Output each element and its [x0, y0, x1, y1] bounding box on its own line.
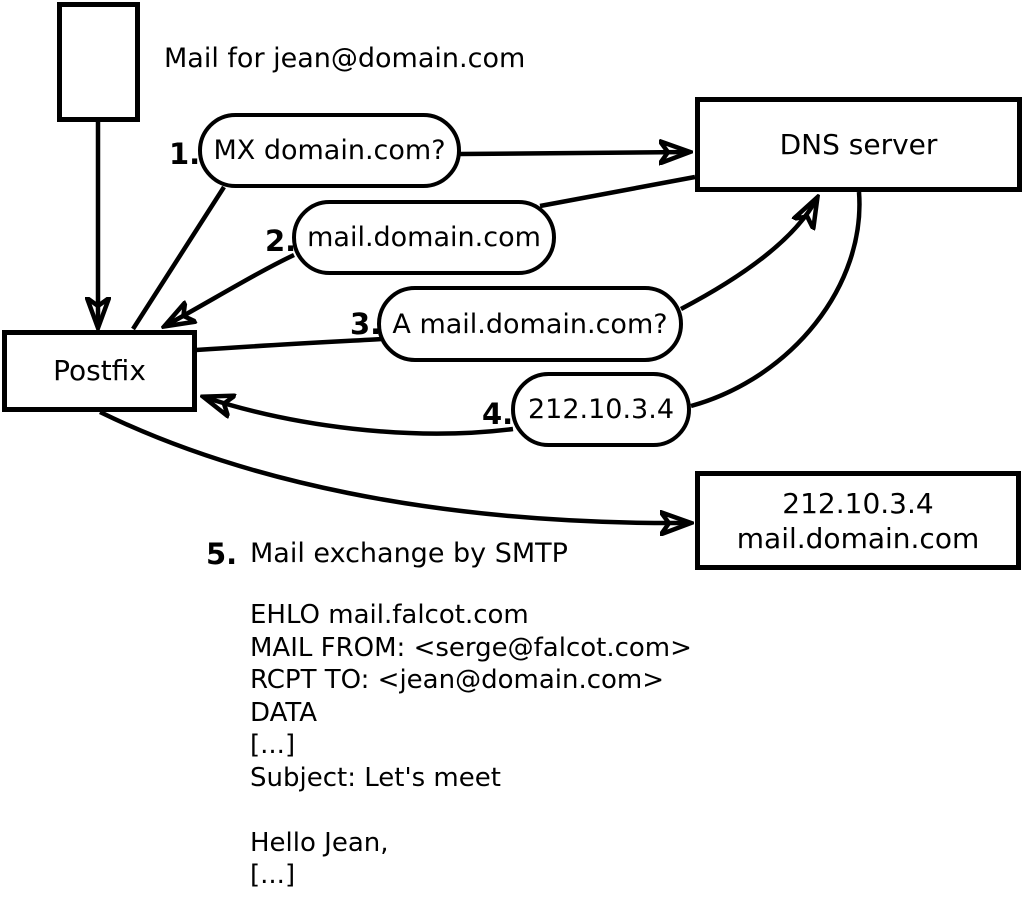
smtp-session-text: EHLO mail.falcot.com MAIL FROM: <serge@f…: [250, 599, 692, 919]
smtp-line: Hello Jean,: [250, 827, 389, 858]
smtp-line: Subject: Let's meet: [250, 762, 501, 793]
step-1-message-pill: MX domain.com?: [198, 113, 461, 188]
edge-dns-to-pill4-line: [690, 191, 862, 409]
edge-pill4-to-postfix-arrow: [204, 397, 514, 436]
edge-postfix-to-mailserver-arrow: [99, 409, 690, 523]
edge-postfix-to-pill3-line: [195, 336, 383, 353]
mail-server-hostname: mail.domain.com: [736, 521, 980, 555]
step-2-message-pill: mail.domain.com: [292, 200, 556, 275]
smtp-line: [...]: [250, 860, 296, 890]
smtp-line: MAIL FROM: <serge@falcot.com>: [250, 632, 692, 663]
edge-pill2-to-postfix-arrow: [165, 252, 295, 326]
edge-dns-to-pill2-line: [539, 174, 696, 209]
smtp-line: [250, 892, 692, 919]
diagram-title: Mail for jean@domain.com: [164, 43, 526, 74]
envelope-node: [57, 2, 140, 122]
step-3-number: 3.: [350, 307, 382, 341]
dns-server-label: DNS server: [779, 127, 938, 161]
edge-pill1-to-dns-arrow: [459, 152, 689, 154]
dns-server-node: DNS server: [695, 97, 1022, 192]
smtp-line: [250, 794, 692, 827]
edge-pill3-to-dns-arrow: [679, 198, 817, 311]
edge-postfix-to-pill1-line: [131, 185, 226, 331]
step-1-number: 1.: [169, 137, 201, 171]
smtp-line: RCPT TO: <jean@domain.com>: [250, 665, 665, 695]
step-5-label: Mail exchange by SMTP: [250, 538, 568, 569]
postfix-label: Postfix: [53, 354, 146, 388]
step-4-number: 4.: [482, 397, 514, 431]
step-3-message-pill: A mail.domain.com?: [377, 286, 683, 362]
smtp-line: [...]: [250, 730, 296, 760]
step-1-message: MX domain.com?: [213, 135, 446, 166]
smtp-line: EHLO mail.falcot.com: [250, 600, 529, 630]
step-2-message: mail.domain.com: [307, 222, 541, 253]
step-2-number: 2.: [265, 224, 297, 258]
smtp-line: DATA: [250, 697, 317, 728]
postfix-node: Postfix: [2, 330, 197, 412]
step-5-number: 5.: [206, 537, 238, 571]
step-4-message-pill: 212.10.3.4: [511, 372, 691, 447]
step-4-message: 212.10.3.4: [528, 394, 674, 425]
mail-server-node: 212.10.3.4 mail.domain.com: [695, 471, 1021, 570]
mail-server-ip: 212.10.3.4: [782, 486, 934, 520]
step-3-message: A mail.domain.com?: [392, 308, 668, 340]
